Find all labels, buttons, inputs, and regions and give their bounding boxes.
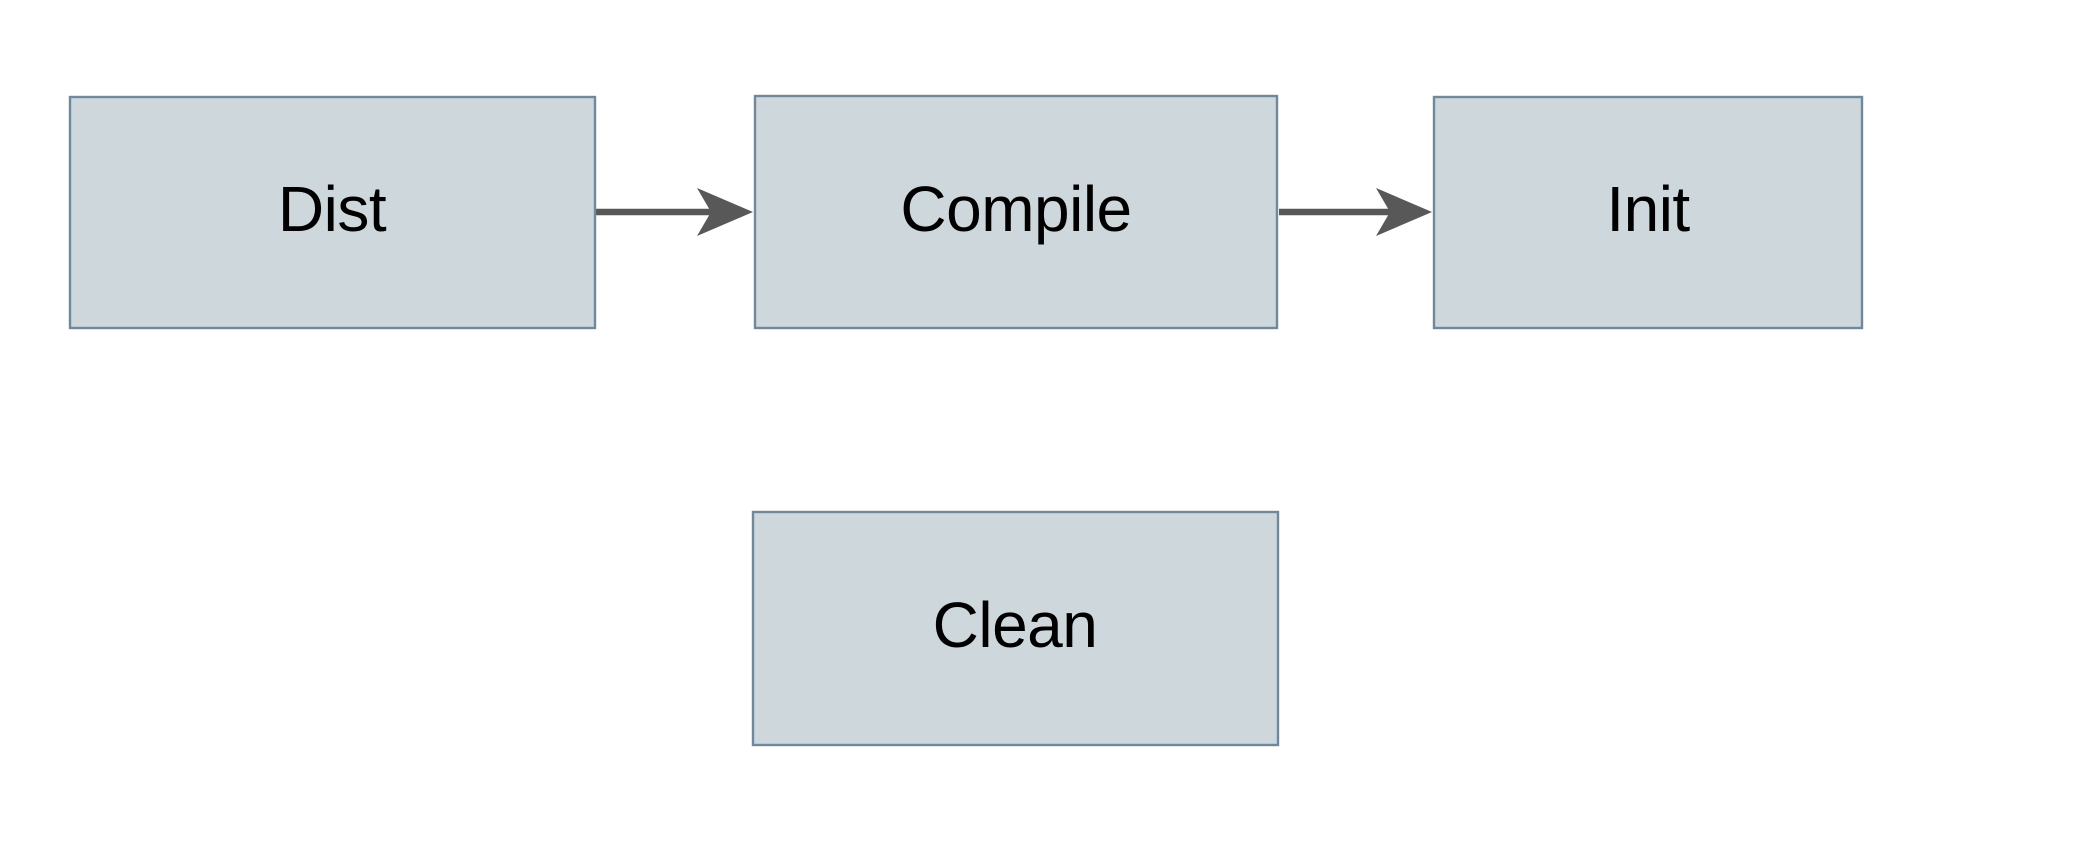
arrowhead-dist-to-compile — [697, 188, 753, 236]
node-clean-label: Clean — [933, 589, 1098, 661]
node-dist-label: Dist — [278, 173, 387, 245]
node-init-shape — [1432, 95, 1864, 330]
node-init[interactable]: Init — [1432, 95, 1864, 330]
edge-compile-to-init[interactable] — [1279, 188, 1432, 236]
node-compile[interactable]: Compile — [753, 94, 1279, 330]
edge-dist-to-compile[interactable] — [596, 188, 753, 236]
node-compile-shape — [753, 94, 1279, 330]
node-dist-shape — [68, 95, 597, 330]
node-clean-shape — [751, 510, 1280, 747]
node-dist[interactable]: Dist — [68, 95, 597, 330]
node-compile-label: Compile — [900, 173, 1131, 245]
arrowhead-compile-to-init — [1376, 188, 1432, 236]
node-clean[interactable]: Clean — [751, 510, 1280, 747]
node-init-label: Init — [1606, 173, 1690, 245]
